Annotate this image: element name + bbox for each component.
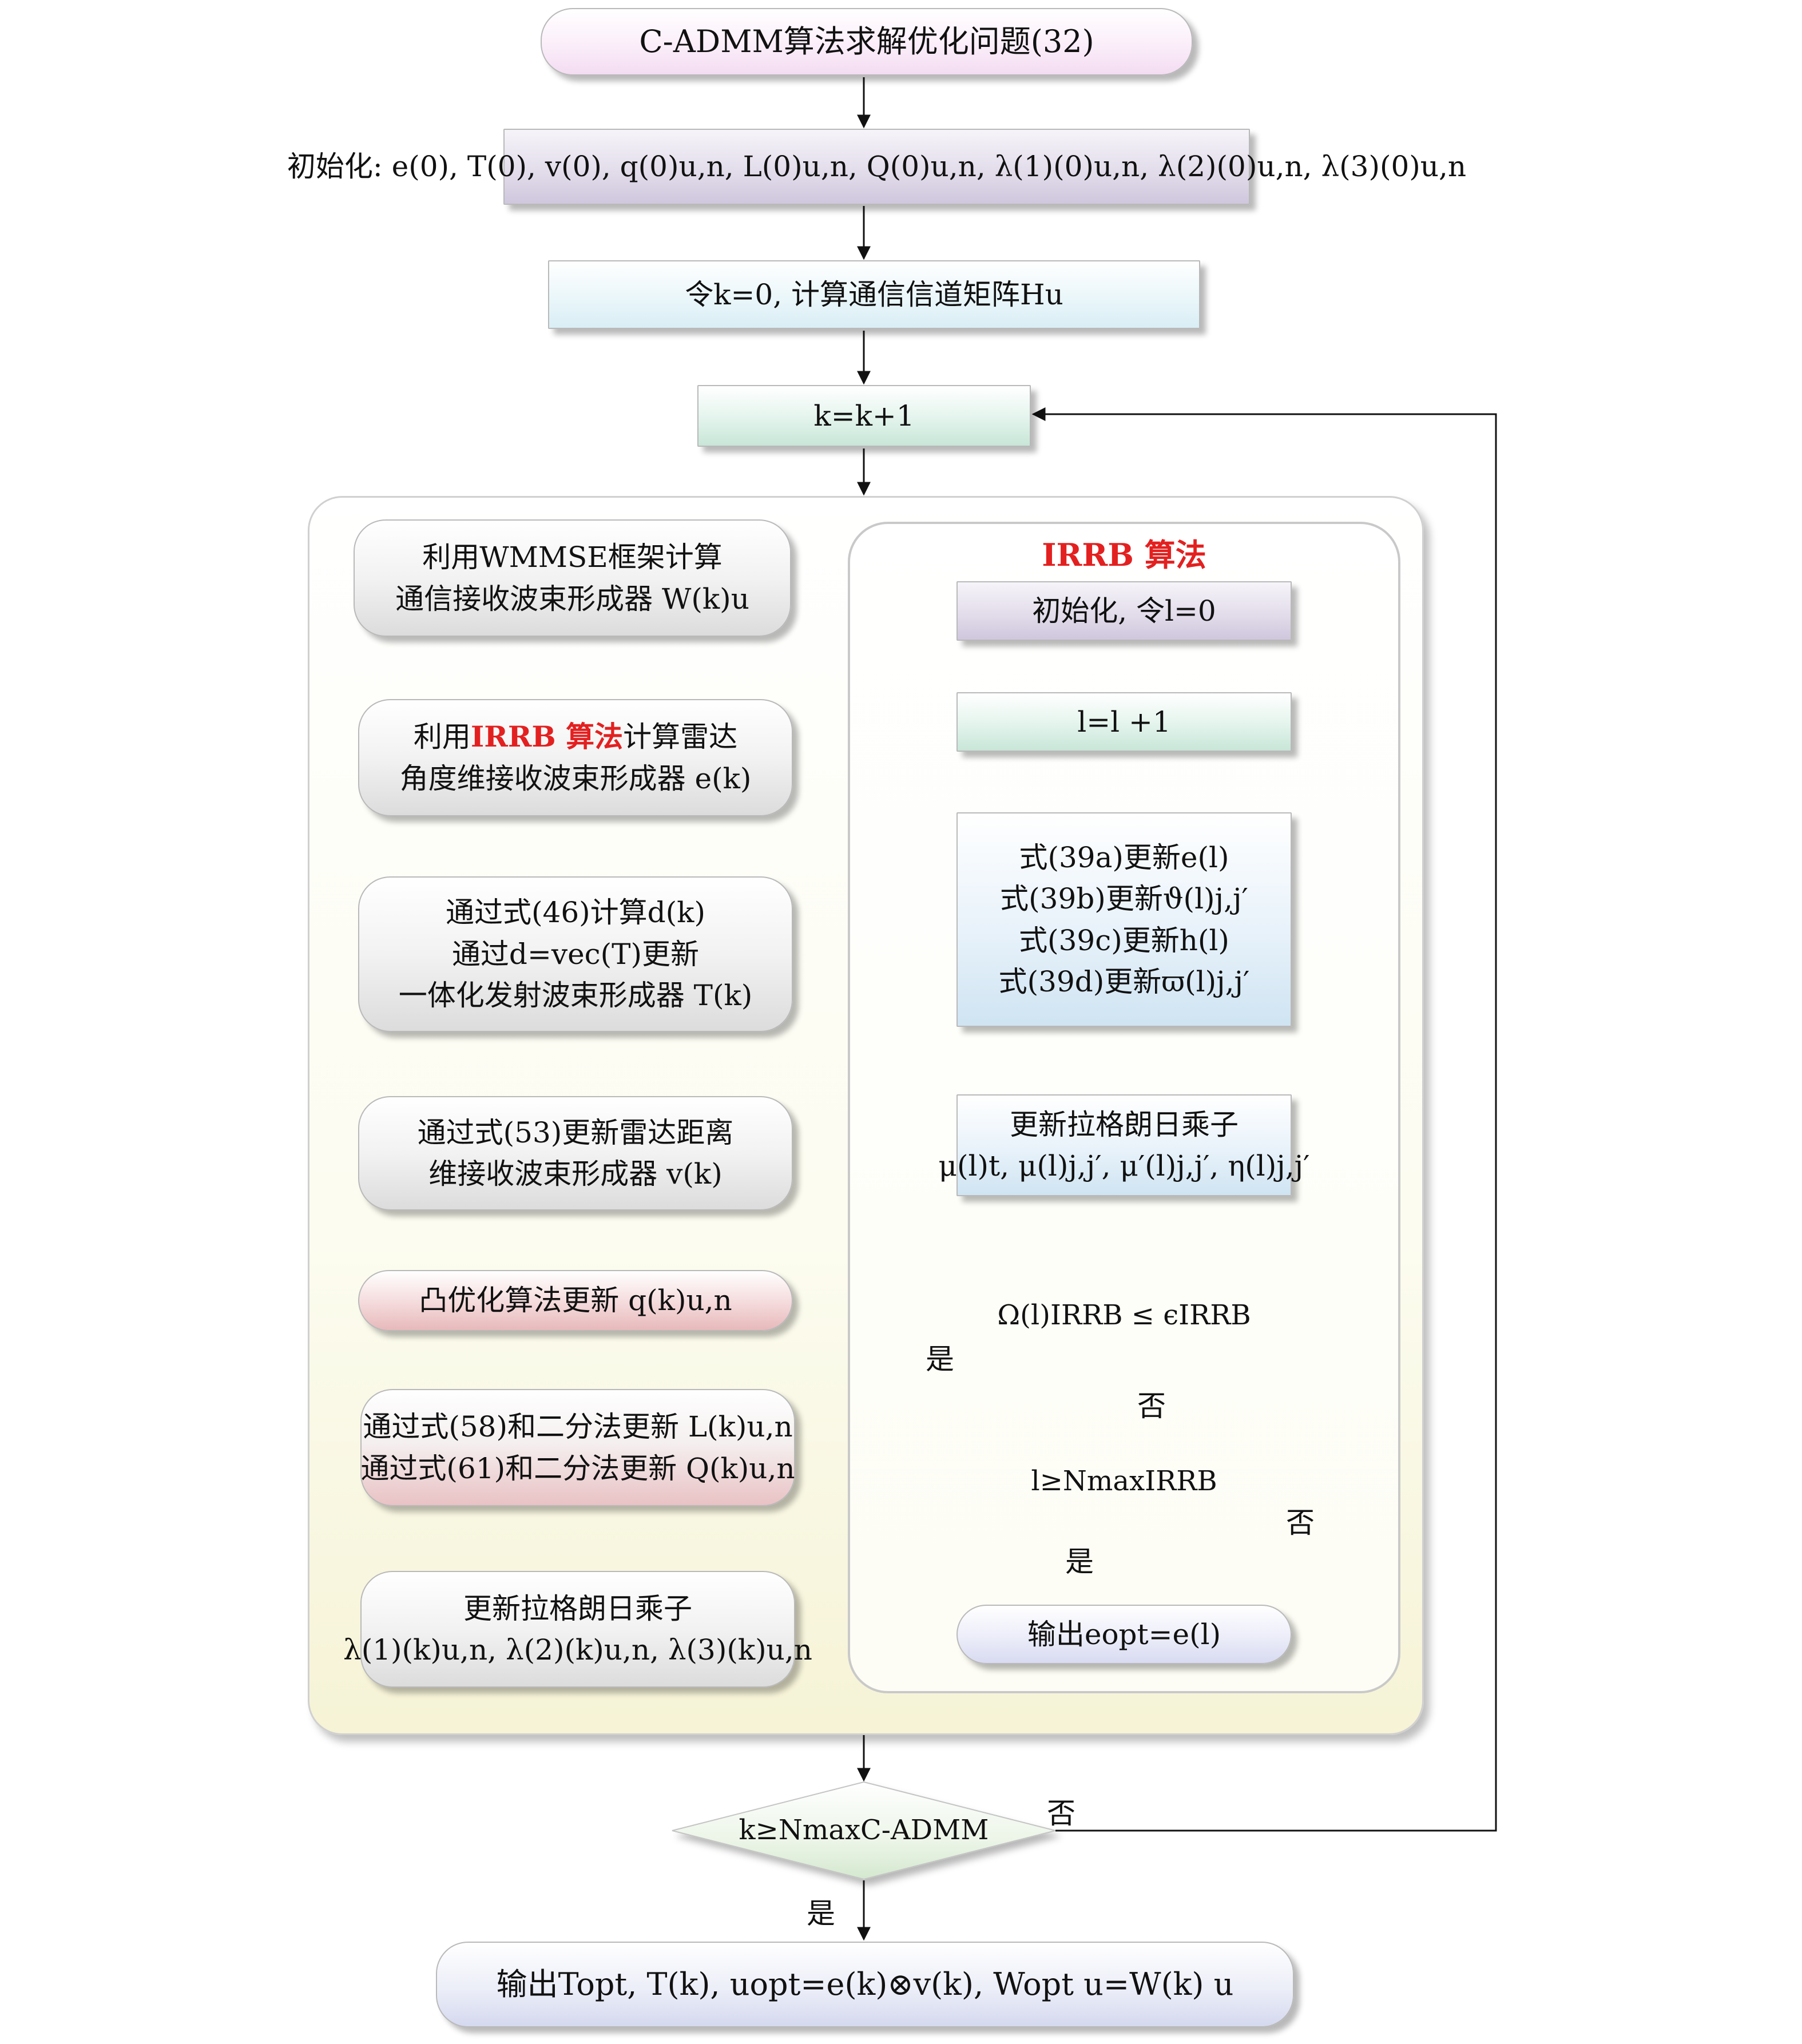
label-irrb-cond1-yes: 是: [926, 1343, 954, 1376]
set-k-node: 令k=0, 计算通信信道矩阵Hu: [548, 260, 1200, 329]
step-irrb-angle-pre: 利用: [413, 720, 471, 753]
irrb-l-increment-text: l=l +1: [1077, 705, 1171, 739]
set-k-node-text: 令k=0, 计算通信信道矩阵Hu: [685, 277, 1063, 311]
irrb-output-text: 输出eopt=e(l): [1027, 1617, 1221, 1651]
final-output-text: 输出Topt, T(k), uopt=e(k)⊗v(k), Wopt u=W(k…: [496, 1966, 1234, 2002]
irrb-highlight: IRRB 算法: [470, 720, 624, 753]
irrb-update-line-4: 式(39d)更新ϖ(l)j,j′: [998, 965, 1250, 998]
step-convex-q: 凸优化算法更新 q(k)u,n: [358, 1270, 793, 1331]
step-bisection-line-1: 通过式(58)和二分法更新 L(k)u,n: [363, 1410, 793, 1443]
step-transmit-line-2: 通过d=vec(T)更新: [451, 937, 700, 971]
irrb-cond2-text-box: l≥NmaxIRRB: [938, 1453, 1310, 1510]
step-irrb-angle-line-1: 利用IRRB 算法计算雷达: [414, 716, 737, 758]
irrb-update-line-1: 式(39a)更新e(l): [1019, 840, 1229, 874]
label-main-cond-yes: 是: [807, 1897, 835, 1930]
label-irrb-cond2-yes: 是: [1065, 1545, 1094, 1578]
step-range-line-2: 维接收波束形成器 v(k): [428, 1157, 723, 1190]
irrb-cond1-text-box: Ω(l)IRRB ≤ ϵIRRB: [938, 1287, 1310, 1344]
irrb-update-node: 式(39a)更新e(l) 式(39b)更新ϑ(l)j,j′ 式(39c)更新h(…: [956, 812, 1292, 1027]
step-lagrange-line-1: 更新拉格朗日乘子: [463, 1591, 692, 1625]
irrb-title: IRRB 算法: [973, 529, 1276, 581]
k-increment-text: k=k+1: [813, 399, 915, 432]
init-node: 初始化: e(0), T(0), v(0), q(0)u,n, L(0)u,n,…: [287, 129, 1466, 205]
irrb-output-node: 输出eopt=e(l): [956, 1605, 1292, 1664]
step-transmit-line-1: 通过式(46)计算d(k): [446, 896, 705, 930]
step-lagrange-line-2: λ(1)(k)u,n, λ(2)(k)u,n, λ(3)(k)u,n: [343, 1633, 812, 1666]
step-lagrange-lambda: 更新拉格朗日乘子 λ(1)(k)u,n, λ(2)(k)u,n, λ(3)(k)…: [343, 1571, 812, 1688]
irrb-cond1-text: Ω(l)IRRB ≤ ϵIRRB: [997, 1299, 1251, 1332]
step-wmmse: 利用WMMSE框架计算 通信接收波束形成器 W(k)u: [354, 519, 791, 637]
label-irrb-cond2-no: 否: [1286, 1506, 1315, 1539]
irrb-lagrange-line-2: μ(l)t, μ(l)j,j′, μ′(l)j,j′, η(l)j,j′: [938, 1149, 1310, 1182]
step-range-beamformer: 通过式(53)更新雷达距离 维接收波束形成器 v(k): [358, 1096, 793, 1210]
irrb-l-increment-node: l=l +1: [956, 692, 1292, 752]
step-wmmse-line-1: 利用WMMSE框架计算: [422, 541, 723, 574]
init-node-text: 初始化: e(0), T(0), v(0), q(0)u,n, L(0)u,n,…: [287, 150, 1467, 184]
step-irrb-angle-post: 计算雷达: [623, 720, 738, 753]
start-node-text: C-ADMM算法求解优化问题(32): [639, 23, 1094, 59]
step-bisection-lq: 通过式(58)和二分法更新 L(k)u,n 通过式(61)和二分法更新 Q(k)…: [360, 1389, 795, 1506]
label-irrb-cond1-no: 否: [1137, 1390, 1166, 1423]
label-main-cond-no: 否: [1047, 1797, 1075, 1830]
main-cond-text: k≥NmaxC-ADMM: [739, 1814, 989, 1847]
irrb-update-line-3: 式(39c)更新h(l): [1019, 923, 1229, 957]
step-bisection-line-2: 通过式(61)和二分法更新 Q(k)u,n: [360, 1451, 795, 1485]
irrb-init-node: 初始化, 令l=0: [956, 581, 1292, 641]
irrb-lagrange-line-1: 更新拉格朗日乘子: [1010, 1108, 1239, 1141]
irrb-init-text: 初始化, 令l=0: [1032, 594, 1216, 628]
irrb-lagrange-node: 更新拉格朗日乘子 μ(l)t, μ(l)j,j′, μ′(l)j,j′, η(l…: [938, 1094, 1310, 1196]
step-wmmse-line-2: 通信接收波束形成器 W(k)u: [395, 582, 749, 616]
irrb-title-text: IRRB 算法: [1042, 536, 1206, 573]
main-cond-diamond: [672, 1781, 1056, 1880]
k-increment-node: k=k+1: [697, 385, 1031, 447]
step-irrb-angle: 利用IRRB 算法计算雷达 角度维接收波束形成器 e(k): [358, 699, 793, 816]
start-node: C-ADMM算法求解优化问题(32): [541, 8, 1193, 76]
final-output-node: 输出Topt, T(k), uopt=e(k)⊗v(k), Wopt u=W(k…: [436, 1942, 1294, 2027]
step-transmit-beamformer: 通过式(46)计算d(k) 通过d=vec(T)更新 一体化发射波束形成器 T(…: [358, 876, 793, 1032]
step-convex-q-line-1: 凸优化算法更新 q(k)u,n: [419, 1284, 732, 1317]
main-cond-text-box: k≥NmaxC-ADMM: [689, 1802, 1038, 1859]
irrb-cond2-text: l≥NmaxIRRB: [1031, 1465, 1217, 1498]
step-transmit-line-3: 一体化发射波束形成器 T(k): [398, 979, 753, 1013]
step-irrb-angle-line-2: 角度维接收波束形成器 e(k): [399, 761, 752, 795]
arrow-main-no-loop: [1031, 407, 1497, 1832]
irrb-update-line-2: 式(39b)更新ϑ(l)j,j′: [1000, 882, 1248, 915]
step-range-line-1: 通过式(53)更新雷达距离: [417, 1116, 734, 1149]
